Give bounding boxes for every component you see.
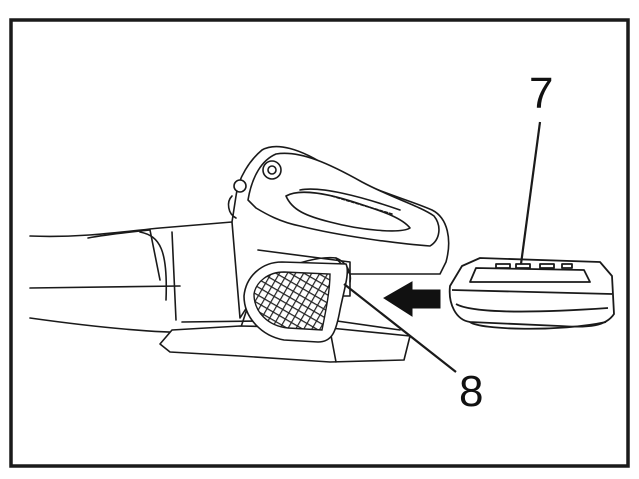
nozzle-tube xyxy=(29,221,251,334)
blower-tool xyxy=(29,145,450,363)
insert-direction-arrow xyxy=(383,281,441,317)
leader-line-8 xyxy=(343,283,457,373)
base-plate xyxy=(159,325,411,363)
callout-8: 8 xyxy=(459,367,484,416)
diagram-border xyxy=(9,18,630,468)
callout-7: 7 xyxy=(529,69,554,118)
intake-grille-mesh xyxy=(253,271,331,331)
leader-line-7 xyxy=(519,121,542,265)
battery-pack xyxy=(448,257,615,330)
